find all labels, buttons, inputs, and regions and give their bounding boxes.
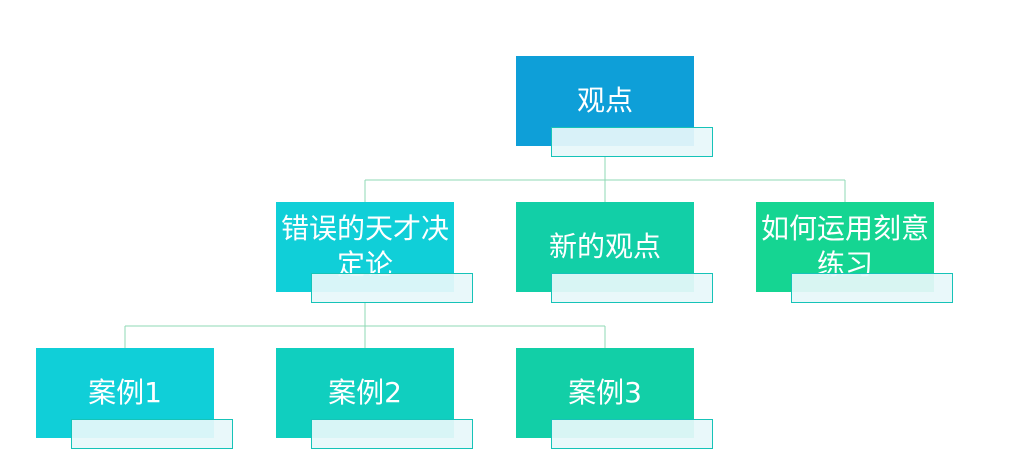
node-subtitle-box[interactable] bbox=[311, 273, 473, 303]
node-subtitle-box[interactable] bbox=[311, 419, 473, 449]
root-node-subtitle-box[interactable] bbox=[551, 127, 713, 157]
node-subtitle-box[interactable] bbox=[71, 419, 233, 449]
node-subtitle-box[interactable] bbox=[791, 273, 953, 303]
node-label: 案例1 bbox=[88, 376, 162, 409]
node-label: 案例2 bbox=[328, 376, 402, 409]
node-subtitle-box[interactable] bbox=[551, 419, 713, 449]
node-label: 新的观点 bbox=[548, 230, 661, 263]
node-label: 案例3 bbox=[568, 376, 642, 409]
node-subtitle-box[interactable] bbox=[551, 273, 713, 303]
root-node-label: 观点 bbox=[576, 84, 633, 117]
